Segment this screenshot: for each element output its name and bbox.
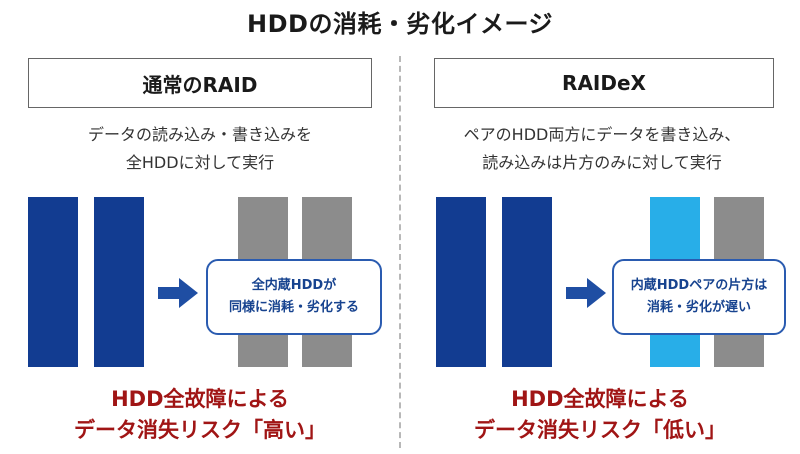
risk-label: HDD全故障による データ消失リスク「低い」 bbox=[400, 384, 800, 446]
risk-line: データ消失リスク「低い」 bbox=[474, 418, 726, 442]
description-line: 全HDDに対して実行 bbox=[125, 153, 275, 172]
hdd-bar-before-1 bbox=[436, 197, 486, 367]
arrow-right-icon bbox=[566, 278, 606, 308]
description-line: ペアのHDD両方にデータを書き込み、 bbox=[463, 125, 741, 144]
normal-raid-header: 通常のRAID bbox=[28, 58, 372, 108]
callout-line: 消耗・劣化が遅い bbox=[646, 300, 751, 315]
risk-line: データ消失リスク「高い」 bbox=[74, 418, 326, 442]
risk-line: HDD全故障による bbox=[111, 387, 289, 411]
hdd-bar-before-2 bbox=[94, 197, 144, 367]
risk-label: HDD全故障による データ消失リスク「高い」 bbox=[0, 384, 400, 446]
callout-line: 全内蔵HDDが bbox=[251, 278, 337, 293]
raidex-header: RAIDeX bbox=[434, 58, 774, 108]
description-line: 読み込みは片方のみに対して実行 bbox=[482, 153, 722, 172]
normal-raid-panel: 通常のRAID データの読み込み・書き込みを 全HDDに対して実行 全内蔵HDD… bbox=[0, 58, 400, 446]
wear-callout: 内蔵HDDペアの片方は 消耗・劣化が遅い bbox=[612, 259, 786, 335]
raidex-description: ペアのHDD両方にデータを書き込み、 読み込みは片方のみに対して実行 bbox=[402, 121, 800, 177]
description-line: データの読み込み・書き込みを bbox=[87, 125, 312, 144]
normal-raid-description: データの読み込み・書き込みを 全HDDに対して実行 bbox=[0, 121, 400, 177]
risk-line: HDD全故障による bbox=[511, 387, 689, 411]
callout-line: 内蔵HDDペアの片方は bbox=[630, 278, 768, 293]
dashed-divider bbox=[399, 56, 401, 448]
hdd-bar-before-1 bbox=[28, 197, 78, 367]
wear-callout: 全内蔵HDDが 同様に消耗・劣化する bbox=[206, 259, 382, 335]
arrow-right-icon bbox=[158, 278, 198, 308]
page-title: HDDの消耗・劣化イメージ bbox=[247, 10, 553, 38]
callout-line: 同様に消耗・劣化する bbox=[228, 300, 359, 315]
hdd-bar-before-2 bbox=[502, 197, 552, 367]
raidex-panel: RAIDeX ペアのHDD両方にデータを書き込み、 読み込みは片方のみに対して実… bbox=[400, 0, 800, 454]
